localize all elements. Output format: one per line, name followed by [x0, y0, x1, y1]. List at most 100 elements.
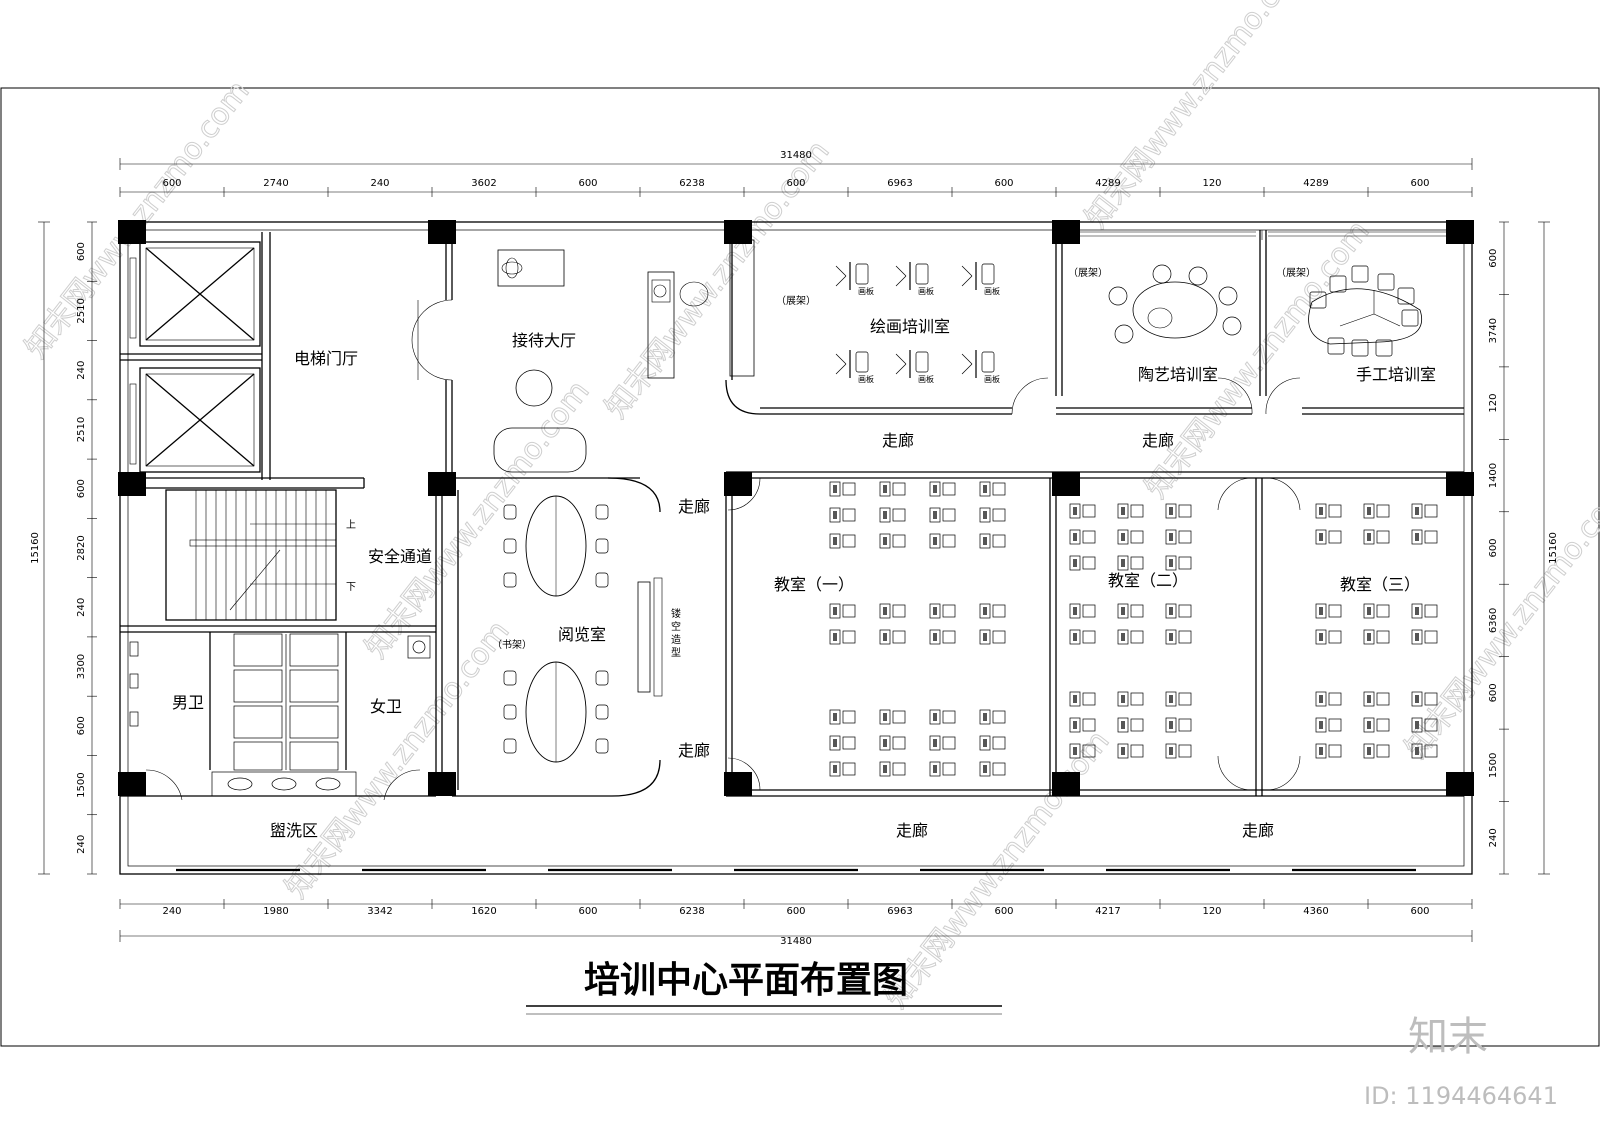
desk-item [1367, 607, 1371, 615]
chair [1376, 630, 1390, 644]
label-stairs-down: 下 [346, 582, 356, 593]
dimension-label: 1500 [76, 772, 87, 797]
dimension-label: 6360 [1488, 608, 1499, 633]
desk [829, 507, 841, 523]
desk-item [1121, 721, 1125, 729]
dimension-label: 3602 [471, 178, 496, 189]
chair [1424, 744, 1438, 758]
dimension-label: 240 [370, 178, 389, 189]
chair [1424, 604, 1438, 618]
chair [1376, 504, 1390, 518]
elevator-shaft-1 [139, 241, 261, 347]
craft-chair [1375, 339, 1393, 357]
desk-item [833, 511, 837, 519]
pottery-stool [1152, 264, 1172, 284]
desk [829, 735, 841, 751]
chair [842, 736, 856, 750]
dimension-label: 600 [1410, 906, 1429, 917]
desk [829, 709, 841, 725]
dimension-total-label: 31480 [780, 150, 812, 161]
desk-item [1367, 533, 1371, 541]
chair [1178, 630, 1192, 644]
chair [942, 710, 956, 724]
chair [892, 508, 906, 522]
desk [1363, 629, 1375, 645]
desk [929, 709, 941, 725]
chair [992, 534, 1006, 548]
chair [942, 630, 956, 644]
dimension-label: 2510 [76, 417, 87, 442]
desk-item [1169, 533, 1173, 541]
desk-item [1415, 633, 1419, 641]
label-shelf-handcraft: （展架） [1276, 267, 1316, 279]
desk-item [1367, 507, 1371, 515]
easel-board [981, 351, 995, 373]
chair [942, 534, 956, 548]
craft-chair [1401, 309, 1419, 327]
desk-item [1169, 559, 1173, 567]
dimension-label: 600 [786, 178, 805, 189]
label-corridor-4: 走廊 [678, 741, 710, 760]
desk [1411, 603, 1423, 619]
chair [842, 630, 856, 644]
chair [942, 762, 956, 776]
dimension-label: 120 [1202, 178, 1221, 189]
desk-item [933, 633, 937, 641]
desk [1363, 529, 1375, 545]
desk [1165, 529, 1177, 545]
desk-item [1121, 507, 1125, 515]
chair [992, 762, 1006, 776]
label-corridor-1: 走廊 [882, 431, 914, 450]
desk [1165, 717, 1177, 733]
desk-item [833, 607, 837, 615]
chair [1082, 630, 1096, 644]
desk-item [1415, 533, 1419, 541]
pottery-stool [1222, 316, 1242, 336]
desk-item [833, 633, 837, 641]
building-walls [119, 221, 1473, 875]
desk [1117, 629, 1129, 645]
desk [979, 481, 991, 497]
desk [1165, 691, 1177, 707]
chair [503, 670, 517, 686]
dimension-label: 2510 [76, 298, 87, 323]
chair [1328, 718, 1342, 732]
chair [1328, 530, 1342, 544]
dimension-label: 4289 [1303, 178, 1328, 189]
desk [1165, 629, 1177, 645]
chair [892, 630, 906, 644]
chair [1424, 692, 1438, 706]
desk [1117, 691, 1129, 707]
desk [829, 761, 841, 777]
desk-item [883, 713, 887, 721]
painting-easels: 画板画板画板画板画板画板 [835, 262, 1000, 384]
desk-item [1121, 747, 1125, 755]
desk-item [1169, 721, 1173, 729]
dimension-label: 600 [578, 906, 597, 917]
easel-leg [961, 265, 973, 277]
desk [929, 481, 941, 497]
dimension-label: 6963 [887, 178, 912, 189]
dimension-total-label: 31480 [780, 936, 812, 947]
desk-item [933, 765, 937, 773]
dimension-lines [38, 158, 1550, 942]
desk-item [1169, 747, 1173, 755]
label-safety-passage: 安全通道 [368, 547, 432, 566]
chairs [1108, 264, 1419, 357]
dimension-label: 120 [1488, 394, 1499, 413]
desk [979, 735, 991, 751]
desk [829, 603, 841, 619]
chair [1328, 604, 1342, 618]
chair [1130, 530, 1144, 544]
easel-leg [895, 265, 907, 277]
desk [1165, 503, 1177, 519]
desk [979, 507, 991, 523]
desk-item [1415, 507, 1419, 515]
pottery-stool [1218, 286, 1238, 306]
pottery-stool [1188, 266, 1208, 286]
dimension-label: 600 [1488, 683, 1499, 702]
label-corridor-2: 走廊 [1142, 431, 1174, 450]
drawing-frame [0, 87, 1600, 1047]
desk-item [883, 607, 887, 615]
chair [1178, 604, 1192, 618]
